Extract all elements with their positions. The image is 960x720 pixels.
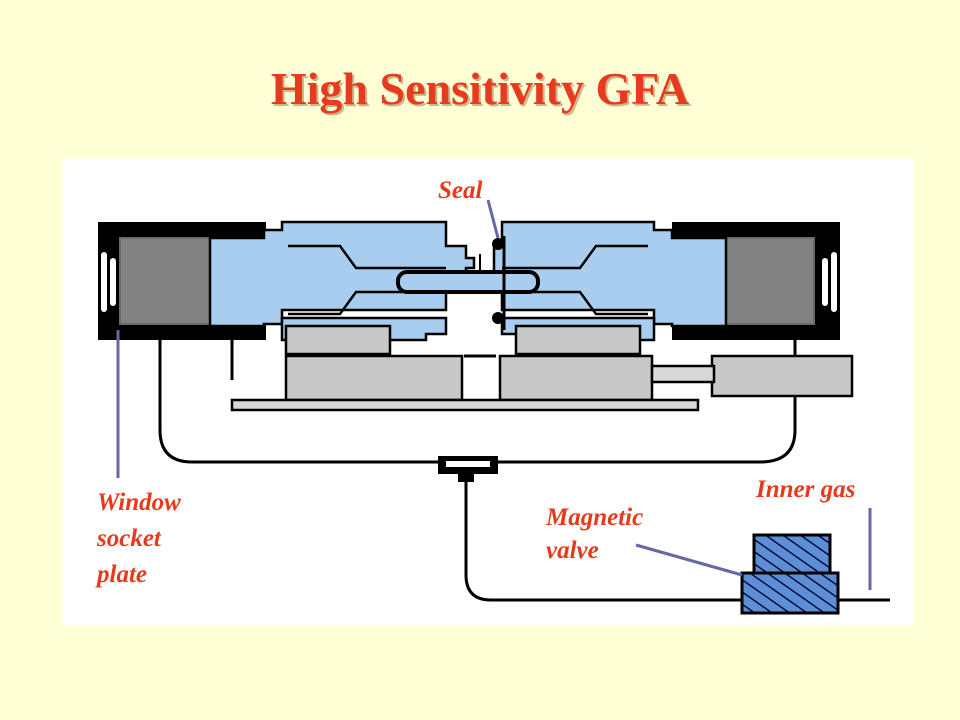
t-connector [438, 456, 498, 482]
seal-label: Seal [438, 177, 483, 204]
slide-title: High Sensitivity GFA [270, 63, 690, 114]
magnetic-label-line2: valve [546, 537, 599, 564]
window-label-line1: Window [97, 489, 181, 516]
magnetic-label-line1: Magnetic [545, 504, 643, 531]
furnace-body [208, 220, 728, 342]
window-label-line2: socket [96, 525, 162, 552]
right-window-lens [822, 252, 837, 312]
left-window-lens [101, 252, 116, 312]
magnetic-valve [740, 533, 840, 615]
leader-lines [116, 199, 872, 590]
seal-points [492, 238, 504, 324]
support-blocks [230, 324, 854, 412]
inner-gas-label: Inner gas [755, 476, 855, 503]
graphite-tube [396, 236, 540, 330]
window-label-line3: plate [95, 561, 147, 588]
